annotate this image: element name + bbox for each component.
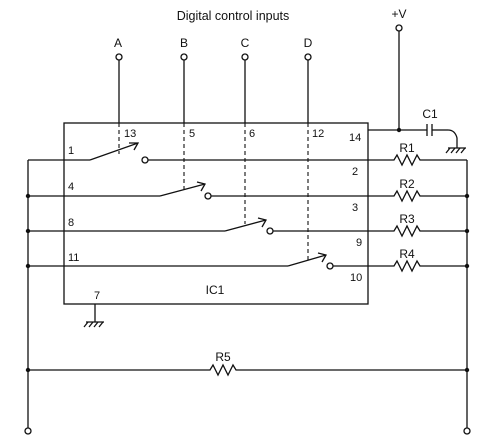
pin-10: 10 [350, 272, 362, 284]
capacitor-c1: C1 [422, 107, 438, 136]
pin-14: 14 [349, 132, 361, 144]
supply-label: +V [391, 7, 406, 21]
ground-icon-c1 [445, 147, 467, 154]
input-b: B [180, 36, 188, 189]
pin-8: 8 [68, 217, 74, 229]
resistor-r4: R4 [388, 247, 467, 273]
pin-3: 3 [352, 202, 358, 214]
diagram-title: Digital control inputs [177, 9, 290, 23]
input-c: C [241, 36, 250, 224]
r5-label: R5 [215, 350, 231, 364]
pin-7: 7 [94, 290, 100, 302]
resistor-r1: R1 [388, 141, 467, 167]
r2-label: R2 [399, 177, 415, 191]
pin-12: 12 [312, 128, 324, 140]
pin-5: 5 [189, 128, 195, 140]
ic-label: IC1 [206, 283, 225, 297]
switch-1 [28, 142, 388, 164]
input-c-label: C [241, 36, 250, 50]
switch-3 [28, 217, 388, 235]
r1-label: R1 [399, 141, 415, 155]
left-terminal [24, 427, 32, 435]
r4-label: R4 [399, 247, 415, 261]
pin-11: 11 [68, 252, 79, 264]
right-terminal [463, 427, 471, 435]
supply-terminal: +V [391, 7, 407, 133]
input-d: D [304, 36, 313, 261]
input-d-terminal [304, 53, 312, 61]
c1-label: C1 [422, 107, 438, 121]
input-c-terminal [241, 53, 249, 61]
pin-13: 13 [124, 128, 136, 140]
input-b-label: B [180, 36, 188, 50]
input-a-terminal [115, 53, 123, 61]
input-b-terminal [180, 53, 188, 61]
switch-2 [28, 181, 388, 200]
pin-9: 9 [356, 237, 362, 249]
pin-2: 2 [352, 166, 358, 178]
resistor-r2: R2 [388, 177, 467, 203]
resistor-r5: R5 [28, 350, 467, 377]
pin-6: 6 [249, 128, 255, 140]
pin-4: 4 [68, 181, 74, 193]
input-a: A [114, 36, 123, 154]
ground-icon-ic [83, 321, 105, 328]
input-d-label: D [304, 36, 313, 50]
pin-1: 1 [68, 145, 74, 157]
r3-label: R3 [399, 212, 415, 226]
resistor-r3: R3 [388, 212, 467, 238]
switch-4 [28, 252, 388, 270]
input-a-label: A [114, 36, 122, 50]
ic-body [63, 122, 369, 305]
